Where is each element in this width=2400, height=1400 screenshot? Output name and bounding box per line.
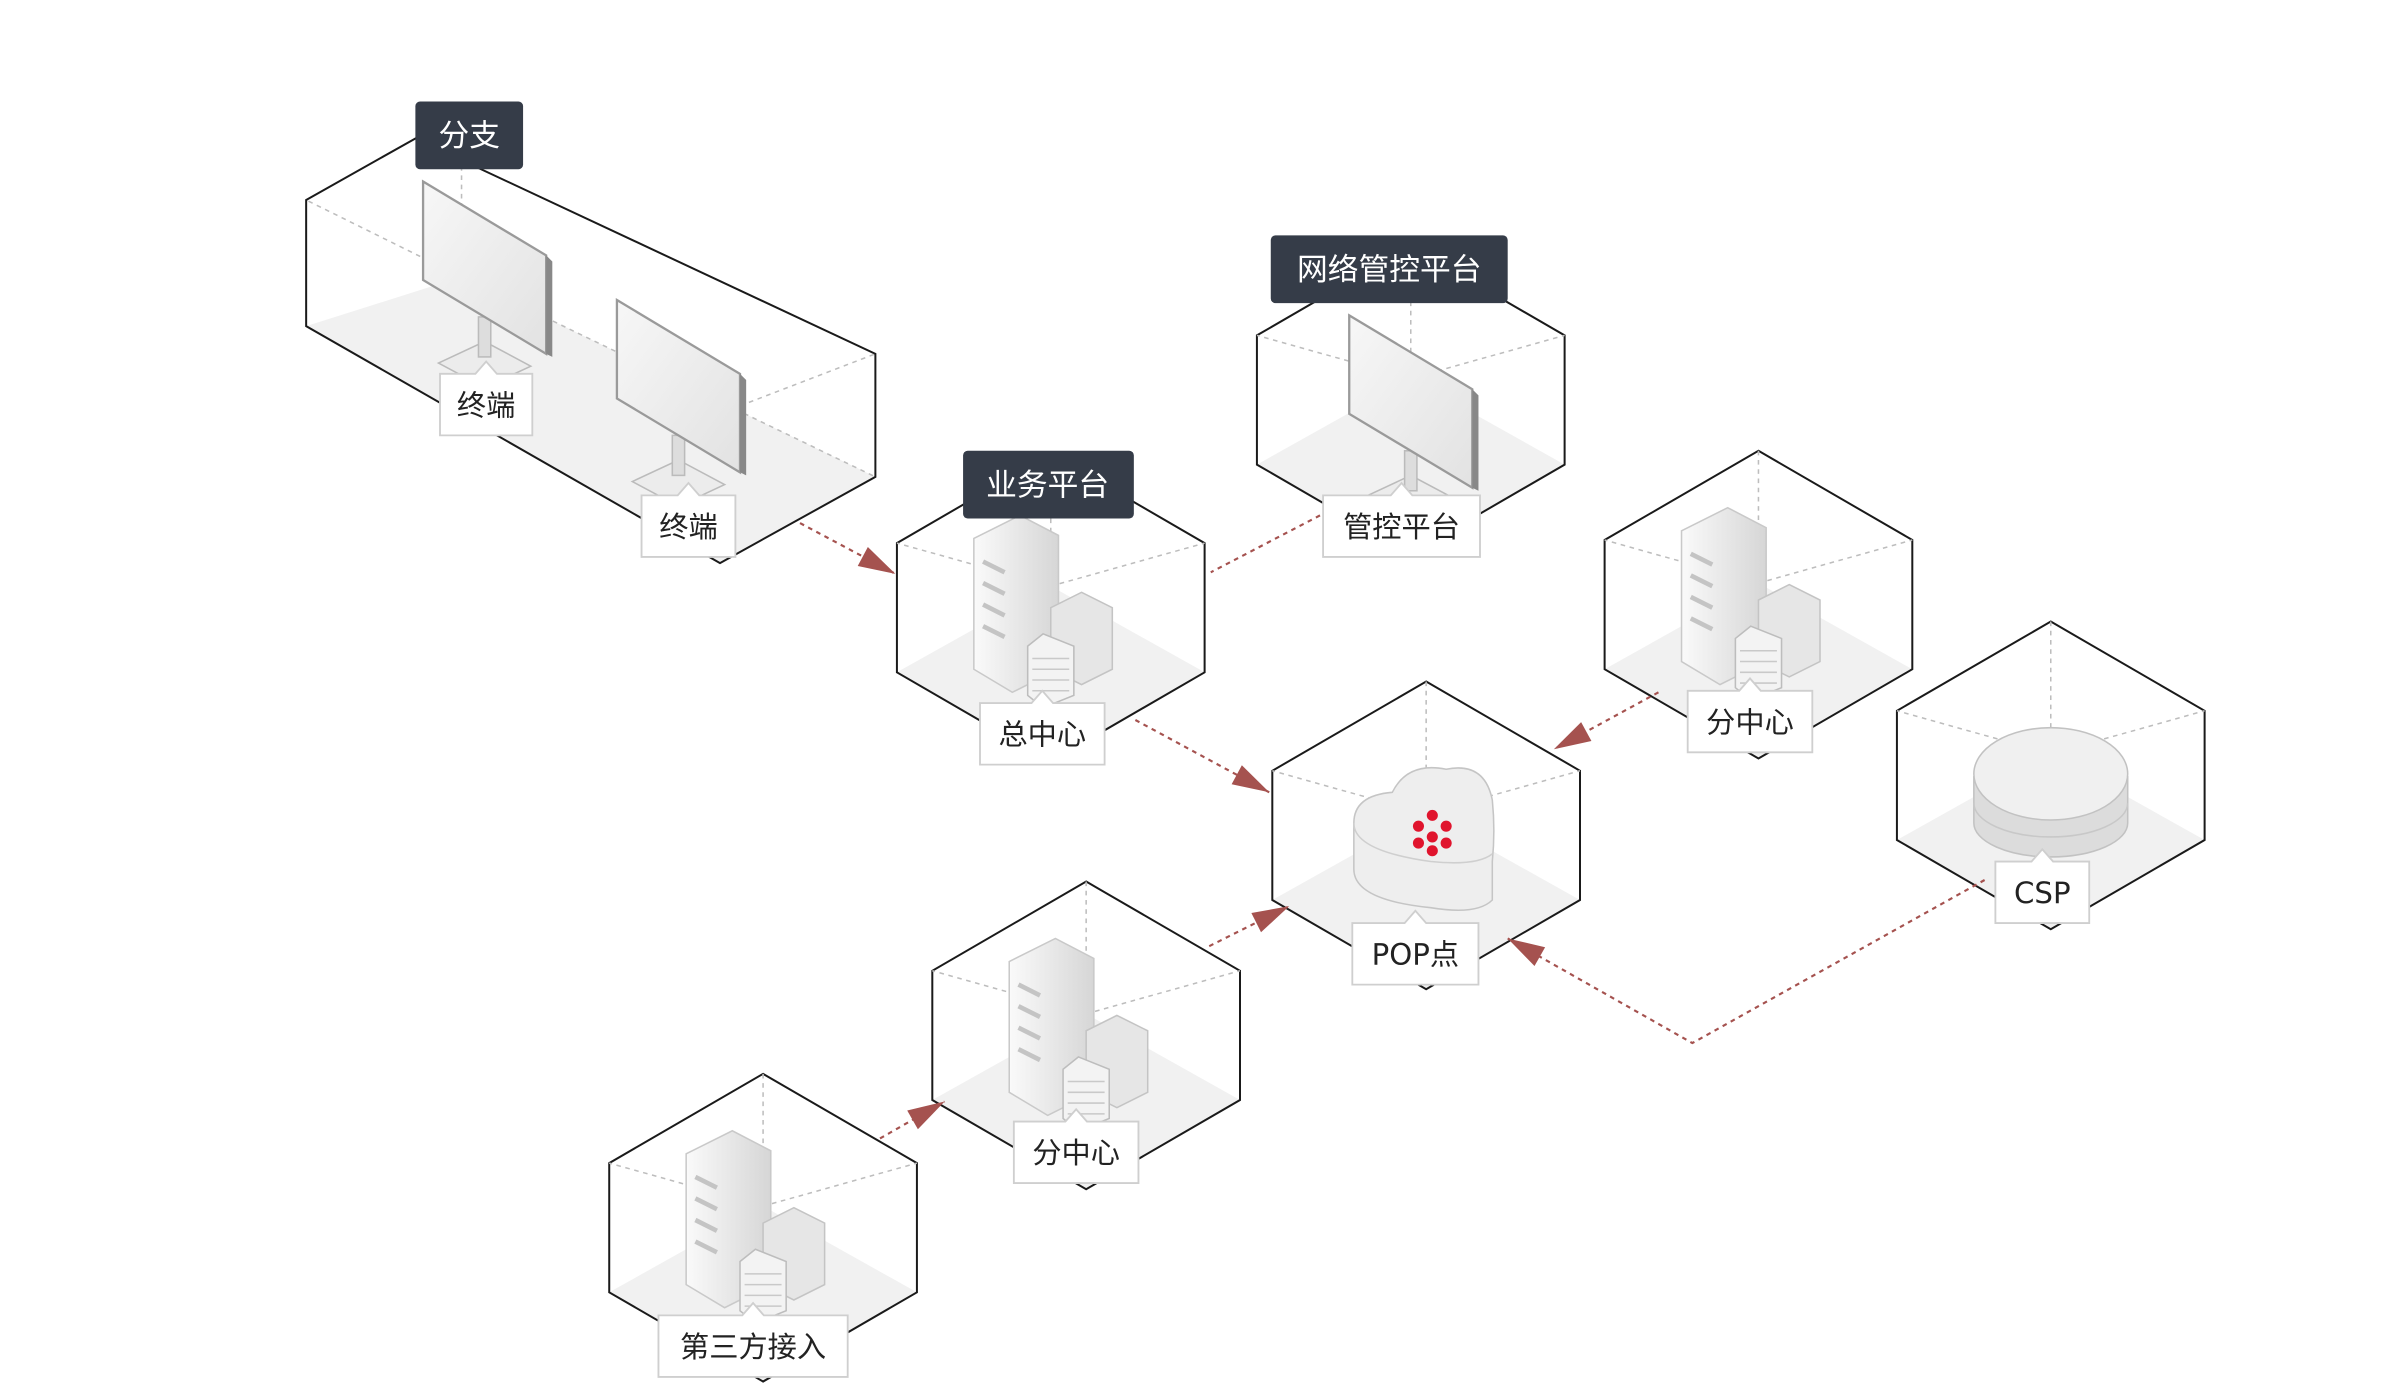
arrowhead-icon [1251,906,1290,933]
group-label-text: 业务平台 [986,467,1109,503]
arrowhead-icon [907,1101,945,1130]
link-third-party-to-subcenter [879,1100,946,1140]
database-cylinder-icon [1973,726,2129,858]
link-csp-to-pop [1507,879,1986,1045]
sub-center-bottom-label: 分中心 [1012,1107,1140,1184]
node-label-text: 终端 [659,510,717,544]
pop-label: POP点 [1351,909,1480,986]
cloud-icon [1353,766,1495,912]
hq-center-label: 总中心 [979,689,1106,766]
group-label-network-mgmt: 网络管控平台 [1270,235,1508,304]
terminal-1-label: 终端 [439,360,534,437]
csp-label: CSP [1994,847,2091,925]
group-label-business: 业务平台 [963,450,1134,519]
link-hq-to-pop [1134,719,1270,794]
node-label-text: 第三方接入 [680,1330,826,1364]
link-terminal-to-business [799,522,896,575]
link-subcenter-bottom-to-pop [1208,905,1290,948]
sub-center-right-label: 分中心 [1686,677,1814,754]
link-subcenter-to-pop [1553,691,1659,751]
group-label-text: 网络管控平台 [1297,252,1482,288]
server-building-icon [1008,937,1149,1132]
third-party-label: 第三方接入 [657,1301,849,1378]
node-label-text: 终端 [457,388,515,422]
server-building-icon [1680,506,1821,701]
server-building-icon [685,1129,826,1324]
arrowhead-icon [1553,722,1592,750]
group-label-text: 分支 [438,118,500,154]
node-label-text: 分中心 [1032,1136,1120,1170]
arrowhead-icon [857,546,896,574]
group-label-branch: 分支 [415,101,524,170]
pop-logo-icon [1412,809,1452,857]
link-mgmt-to-business [1210,514,1321,574]
arrowhead-icon [1507,938,1546,967]
node-label-text: 总中心 [998,718,1086,752]
node-label-text: POP点 [1372,938,1459,972]
branch-box [305,137,877,565]
node-label-text: 管控平台 [1343,510,1460,544]
server-building-icon [973,514,1114,709]
mgmt-platform-label: 管控平台 [1322,481,1481,558]
node-label-text: 分中心 [1706,705,1794,739]
arrowhead-icon [1231,765,1270,793]
terminal-2-label: 终端 [640,481,737,558]
node-label-text: CSP [2014,876,2071,910]
